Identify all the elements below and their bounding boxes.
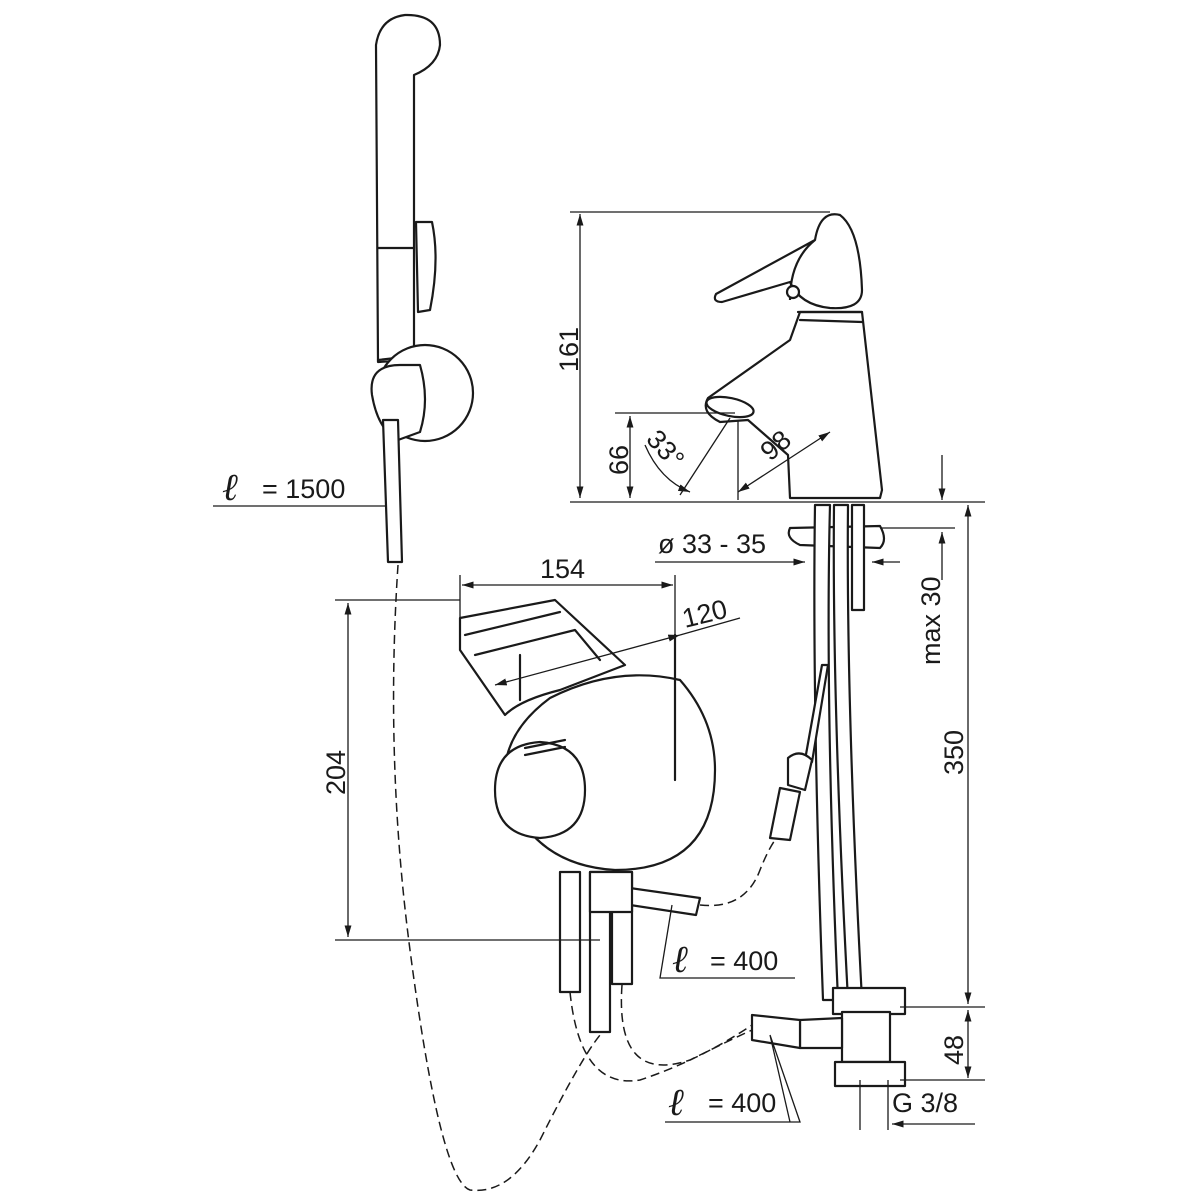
svg-text:= 400: = 400 <box>710 946 778 976</box>
svg-text:33°: 33° <box>641 424 691 474</box>
svg-text:154: 154 <box>540 554 585 584</box>
basin-tap <box>704 213 884 500</box>
svg-text:ø 33 - 35: ø 33 - 35 <box>658 529 766 559</box>
svg-text:66: 66 <box>604 445 634 475</box>
svg-text:48: 48 <box>939 1035 969 1065</box>
mounting-and-hoses <box>750 503 907 1088</box>
svg-text:ℓ: ℓ <box>668 1080 684 1124</box>
svg-text:max 30: max 30 <box>916 576 946 665</box>
svg-text:161: 161 <box>554 327 584 372</box>
svg-text:= 1500: = 1500 <box>262 474 345 504</box>
svg-text:350: 350 <box>939 730 969 775</box>
svg-text:120: 120 <box>679 594 730 634</box>
installation-dimensions: ø 33 - 35 max 30 350 48 G 3/8 <box>655 455 985 1130</box>
hose-paths <box>392 564 776 1192</box>
svg-text:G 3/8: G 3/8 <box>892 1088 958 1118</box>
hand-shower <box>370 13 475 564</box>
svg-text:ℓ: ℓ <box>222 465 238 509</box>
svg-text:= 400: = 400 <box>708 1088 776 1118</box>
svg-text:ℓ: ℓ <box>672 937 688 981</box>
svg-text:204: 204 <box>321 750 351 795</box>
dimension-hose-shower: ℓ = 1500 <box>213 465 385 509</box>
